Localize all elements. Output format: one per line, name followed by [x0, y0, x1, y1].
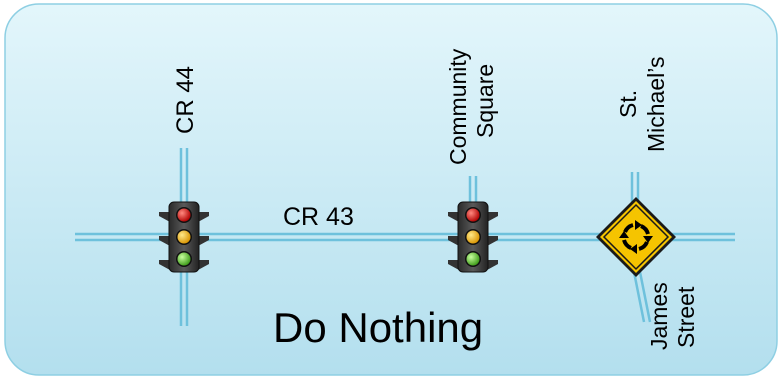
diagram-title: Do Nothing [273, 304, 483, 351]
traffic-signal-icon [158, 201, 210, 273]
cross-road-community-square [468, 176, 478, 206]
roundabout-sign-icon [596, 197, 676, 277]
community-label-line1: Community [445, 48, 471, 165]
community-label-line2: Square [472, 64, 498, 138]
traffic-signal-icon [447, 201, 499, 273]
panel-background [4, 3, 778, 376]
st-michaels-label-line2: Michael’s [643, 57, 669, 152]
james-street-label-line2: Street [673, 286, 699, 348]
james-street-label-line1: James [646, 282, 672, 350]
st-michaels-label-line1: St. [615, 90, 641, 118]
main-road-label: CR 43 [283, 203, 354, 231]
cr44-label: CR 44 [172, 66, 199, 134]
